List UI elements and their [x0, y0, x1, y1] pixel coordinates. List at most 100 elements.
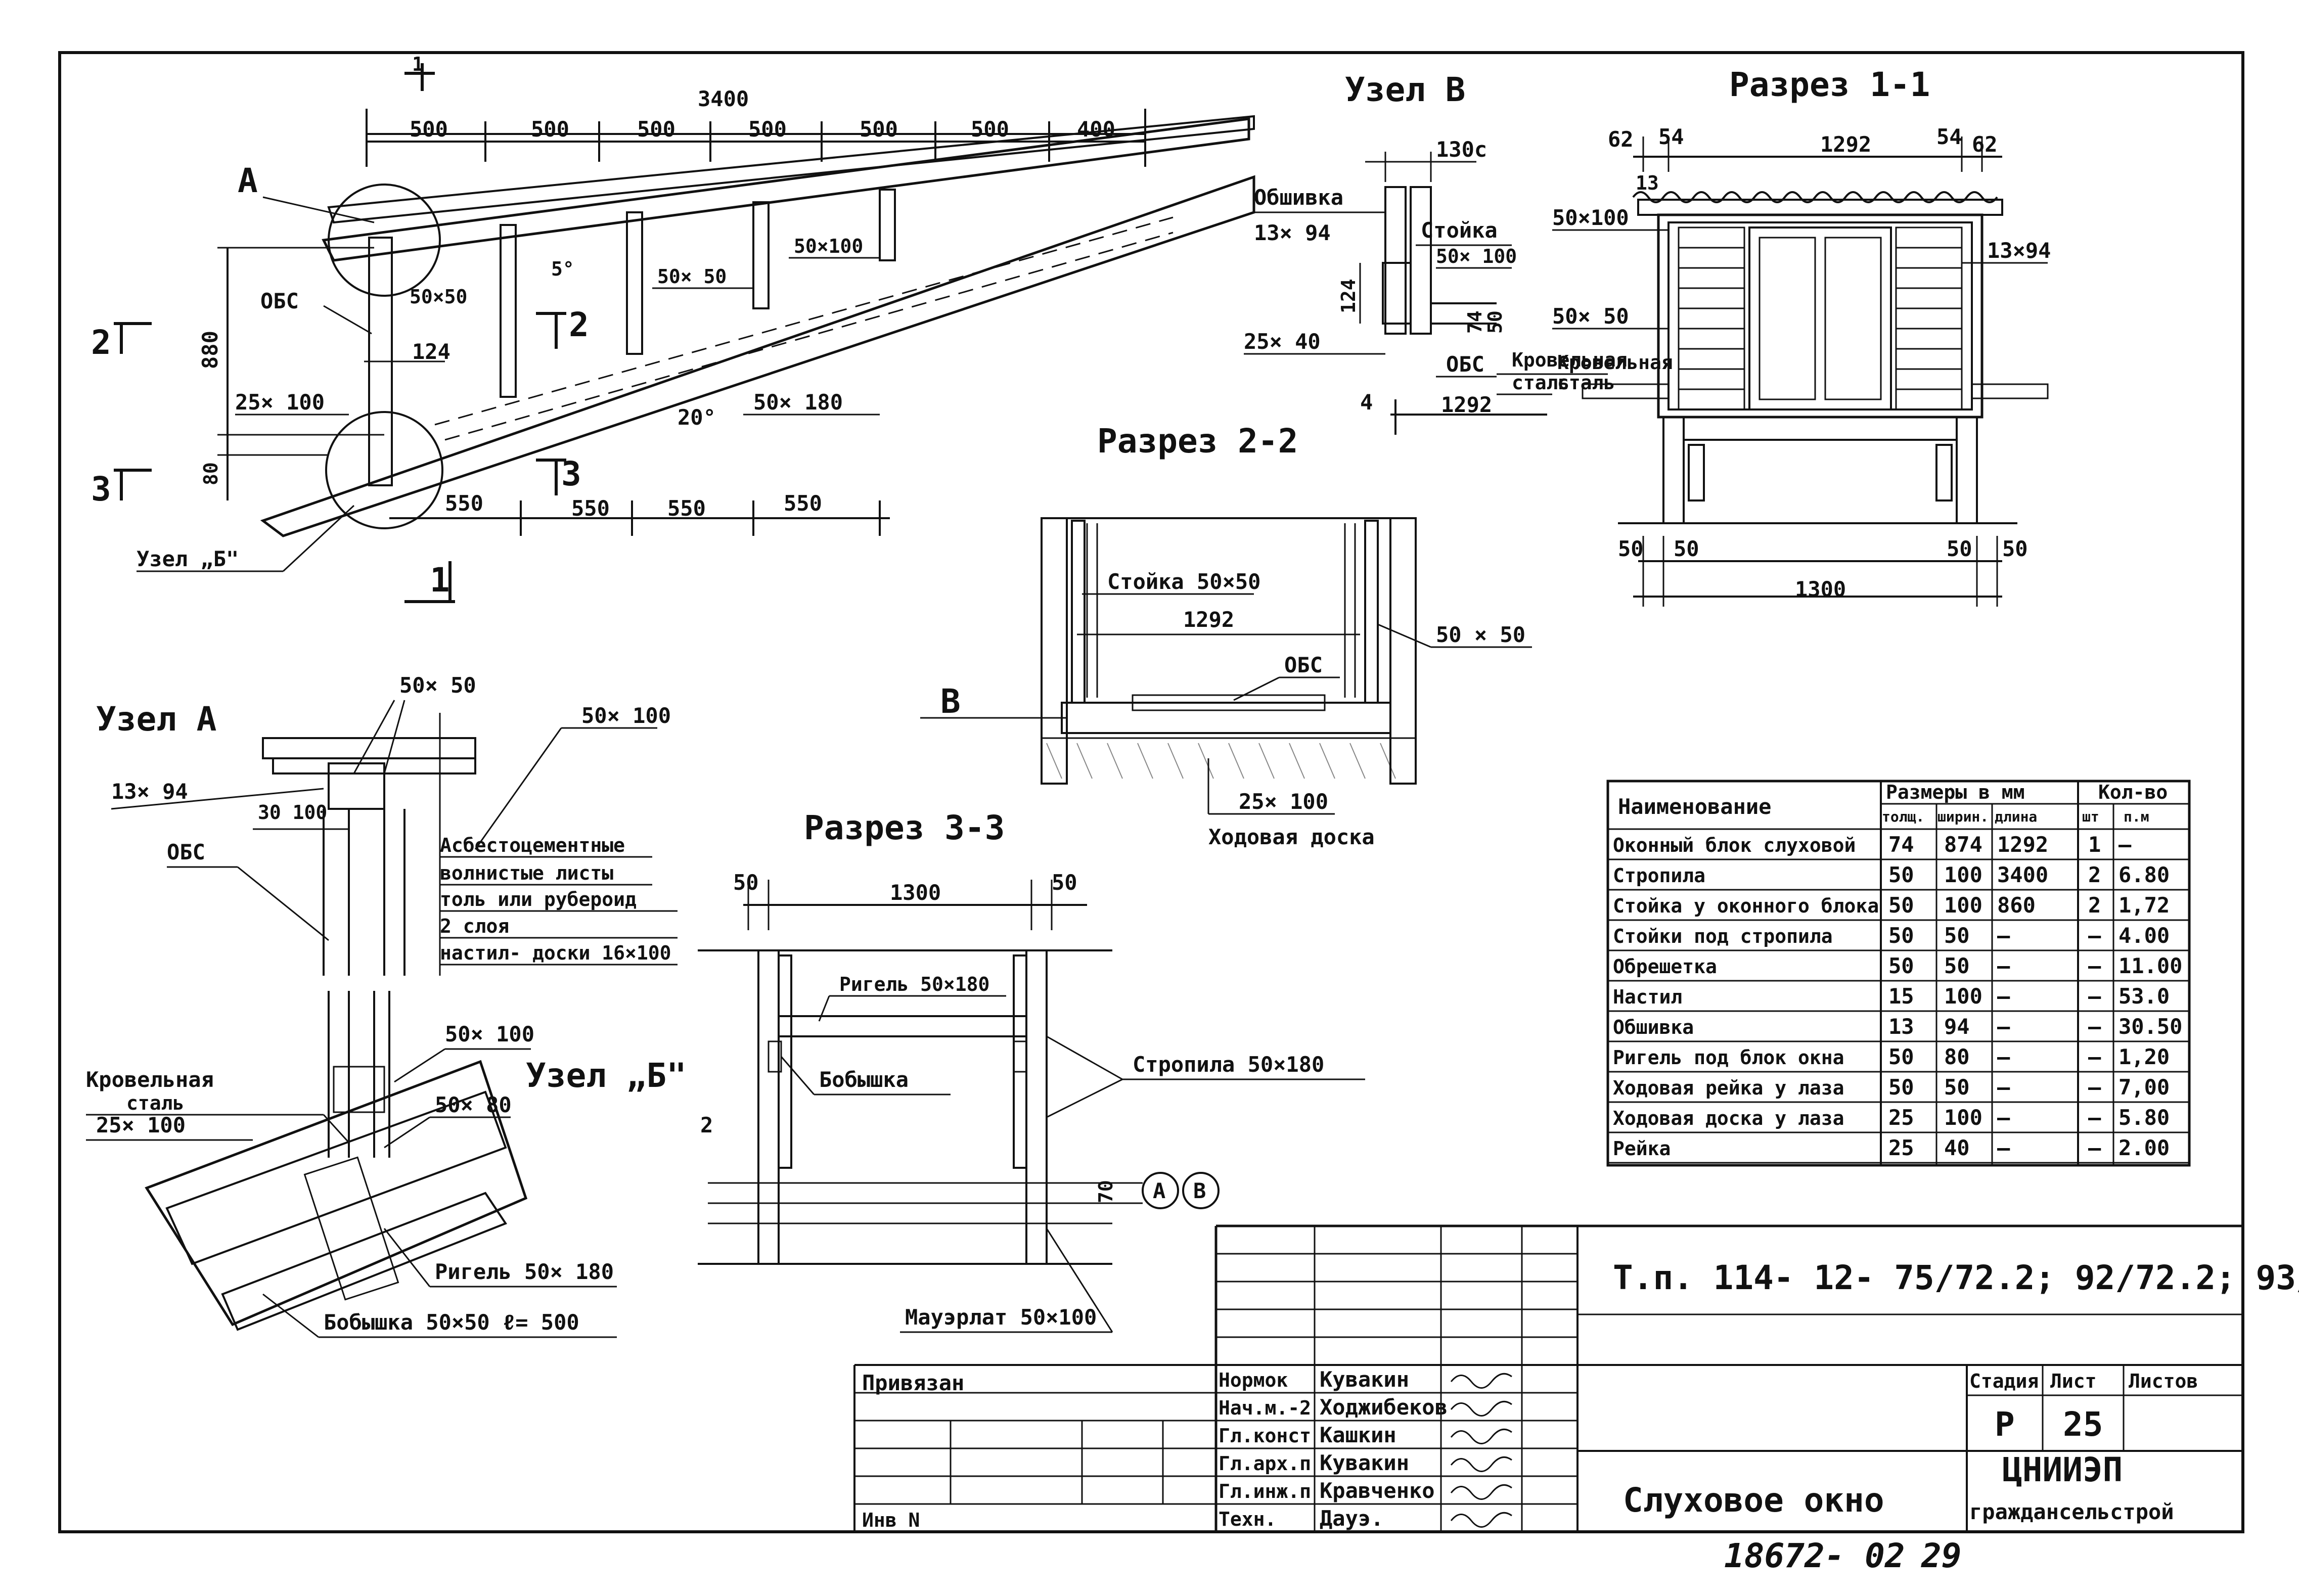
razrez-22-title: Разрез 2-2 [1097, 422, 1298, 461]
uzel-v-50x100: 50× 100 [1436, 245, 1517, 267]
spec-cell-value: 50 [1888, 923, 1914, 948]
label-124: 124 [412, 339, 450, 364]
r11-bdim-50b: 50 [1674, 536, 1699, 561]
tb-name: Ходжибеков [1320, 1395, 1448, 1420]
label-25x100: 25× 100 [235, 390, 325, 415]
r11-dim-54a: 54 [1658, 124, 1684, 149]
footer-page: 29 [1921, 1536, 1961, 1575]
tb-name: Кашкин [1320, 1423, 1396, 1447]
axis-b-marker [1182, 1172, 1220, 1209]
uzel-v-13x94: 13× 94 [1254, 220, 1331, 245]
uzel-v-4: 4 [1360, 390, 1373, 415]
tb-sheets-label: Листов [2129, 1370, 2198, 1392]
spec-sub-thick: толщ. [1882, 808, 1924, 825]
spec-cell-value: 30.50 [2118, 1014, 2182, 1039]
tb-role: Нормок [1219, 1369, 1288, 1391]
r11-50x50: 50× 50 [1552, 304, 1629, 329]
spec-cell-value: 5.80 [2118, 1105, 2170, 1130]
uzel-b-krovelnaya: Кровельная [86, 1067, 214, 1092]
r11-right-slats [1895, 226, 1963, 411]
r11-bdim-50d: 50 [2002, 536, 2028, 561]
spec-cell-value: 1292 [1997, 832, 2048, 857]
spec-cell-name: Обшивка [1613, 1016, 1694, 1038]
spec-cell-value: 2 [2088, 893, 2101, 918]
razrez-11-title: Разрез 1-1 [1729, 65, 1930, 104]
spec-cell-value: 2 [2088, 862, 2101, 887]
label-50x50-a: 50×50 [410, 286, 467, 308]
r22-v: В [940, 682, 961, 721]
spec-table: Наименование Размеры в мм Кол-во толщ. ш… [1606, 780, 2191, 1167]
uzel-v-1292: 1292 [1441, 392, 1492, 417]
r33-stropila: Стропила 50×180 [1133, 1052, 1324, 1077]
r33-bobyshka: Бобышка [819, 1067, 909, 1092]
spec-cell-value: — [1997, 1135, 2010, 1160]
spec-cell-value: 50 [1888, 893, 1914, 918]
razrez-2-2: Разрез 2-2 Стойка 50×50 1292 50 × 50 ОБС [920, 422, 1532, 849]
uzel-a-30-100: 30 100 [258, 801, 327, 824]
roof-section: 3400 500 500 500 500 500 500 400 1 [91, 53, 1255, 603]
uzel-v: Узел В 130с Обшивка 13× 94 Стойка 50× 10… [1244, 70, 1628, 435]
r11-stal: сталь [1557, 372, 1615, 394]
r33-dim-50b: 50 [1052, 870, 1077, 895]
spec-cell-value: 50 [1944, 953, 1970, 978]
spec-cell-value: 1 [2088, 832, 2101, 857]
spec-cell-value: — [1997, 1044, 2010, 1069]
spec-cell-value: 11.00 [2118, 953, 2182, 978]
sec-mark-2-center: 2 [569, 305, 589, 344]
spec-cell-name: Оконный блок слуховой [1613, 834, 1856, 856]
spec-sub-pm: п.м [2124, 808, 2149, 825]
title-block: Т.п. 114- 12- 75/72.2; 92/72.2; 93/92.2 … [853, 1224, 2299, 1532]
uzel-v-124: 124 [1337, 279, 1360, 313]
top-dim-5: 500 [860, 117, 898, 142]
spec-sub-length: длина [1995, 808, 2037, 825]
spec-header-name: Наименование [1618, 794, 1771, 819]
uzel-b-50x100: 50× 100 [445, 1022, 534, 1046]
sec-mark-1-top: 1 [412, 53, 424, 75]
r11-bdim-50a: 50 [1618, 536, 1644, 561]
detail-b-circle [325, 411, 443, 529]
spec-cell-value: — [2088, 984, 2101, 1009]
uzel-a-13x94: 13× 94 [111, 779, 188, 804]
spec-cell-value: 100 [1944, 862, 1982, 887]
spec-cell-value: — [2088, 1014, 2101, 1039]
uzel-a-note-4: 2 слоя [440, 915, 509, 937]
uzel-a-title: Узел А [96, 700, 216, 739]
uzel-a-note-5: настил- доски 16×100 [440, 942, 671, 964]
detail-a-circle [328, 184, 441, 297]
spec-cell-value: 74 [1888, 832, 1914, 857]
r11-bdim-1300: 1300 [1795, 577, 1846, 602]
sec-mark-2-left: 2 [91, 323, 111, 362]
spec-cell-value: 7,00 [2118, 1075, 2170, 1100]
spec-cell-value: — [1997, 1014, 2010, 1039]
uzel-v-title: Узел В [1345, 70, 1465, 109]
tb-name: Кувакин [1320, 1367, 1409, 1392]
uzel-v-stal: сталь [1512, 372, 1569, 394]
spec-cell-value: — [1997, 953, 2010, 978]
signature-mark [1450, 1373, 1512, 1389]
tb-org-2: граждансельстрой [1969, 1499, 2174, 1524]
uzel-a-note-1: Асбестоцементные [440, 834, 625, 856]
r33-rigel: Ригель 50×180 [839, 973, 989, 995]
uzel-a-notes: Асбестоцементные волнистые листы толь ил… [440, 834, 678, 966]
uzel-a: Узел А 50× 50 50× 100 13× 94 30 100 ОБС … [96, 673, 678, 976]
r33-dim-50a: 50 [733, 870, 759, 895]
top-dim-2: 500 [531, 117, 569, 142]
top-dim-1: 500 [410, 117, 448, 142]
sec-mark-1-bottom: 1 [430, 561, 450, 600]
uzel-b-25x100: 25× 100 [96, 1113, 186, 1137]
r11-13: 13 [1636, 172, 1659, 194]
spec-cell-value: 50 [1944, 923, 1970, 948]
r22-obs: ОБС [1284, 653, 1323, 677]
tb-sheet-label: Лист [2050, 1370, 2097, 1392]
spec-sub-width: ширин. [1937, 808, 1989, 825]
r22-stoika: Стойка 50×50 [1107, 569, 1260, 594]
uzel-v-50: 50 [1484, 310, 1506, 334]
tb-privyazan: Привязан [862, 1371, 964, 1395]
spec-cell-value: 50 [1944, 1075, 1970, 1100]
spec-cell-name: Ходовая рейка у лаза [1613, 1077, 1844, 1099]
spec-cell-value: 25 [1888, 1135, 1914, 1160]
label-angle-small: 5° [551, 258, 574, 280]
uzel-v-25x40: 25× 40 [1244, 329, 1321, 354]
r33-70: 70 [1095, 1180, 1117, 1203]
